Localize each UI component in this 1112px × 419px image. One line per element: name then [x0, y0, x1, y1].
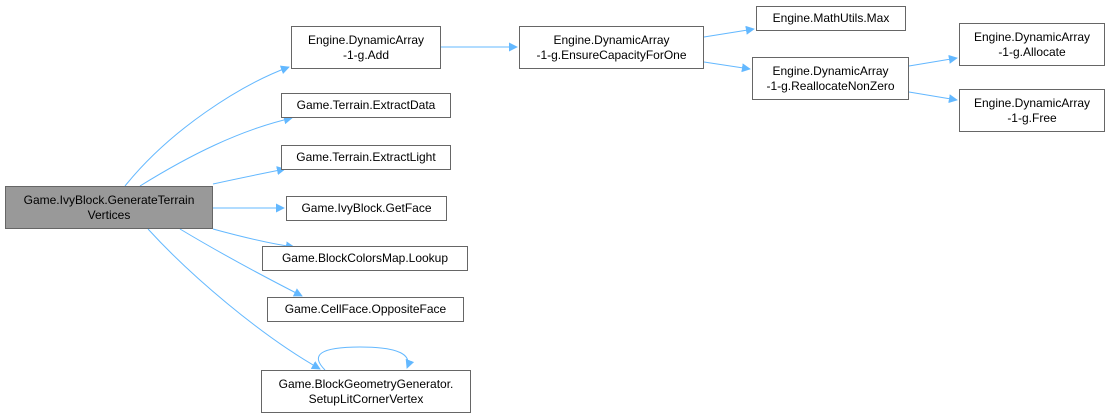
- node-label-line2: SetupLitCornerVertex: [308, 391, 424, 406]
- node-label-line2: Vertices: [87, 207, 131, 222]
- node-label-line1: Engine.DynamicArray: [973, 29, 1091, 44]
- node-math-utils-max[interactable]: Engine.MathUtils.Max: [756, 6, 906, 31]
- node-label-line1: Game.IvyBlock.GenerateTerrain: [23, 192, 195, 207]
- node-label-line1: Game.CellFace.OppositeFace: [284, 302, 447, 316]
- node-reallocate-non-zero[interactable]: Engine.DynamicArray -1-g.ReallocateNonZe…: [752, 57, 909, 100]
- edge-generate-to-opposite_face: [179, 228, 303, 297]
- node-label-line1: Game.BlockGeometryGenerator.: [278, 376, 454, 391]
- node-dynamic-array-free[interactable]: Engine.DynamicArray -1-g.Free: [959, 89, 1105, 132]
- edge-setup_lit-to-setup_lit: [318, 346, 415, 371]
- edge-generate-to-setup_lit: [147, 228, 321, 370]
- node-label-line1: Game.IvyBlock.GetFace: [301, 201, 432, 215]
- node-dynamic-array-add[interactable]: Engine.DynamicArray -1-g.Add: [291, 26, 441, 69]
- node-label-line2: -1-g.Allocate: [998, 44, 1066, 59]
- node-setup-lit-corner-vertex[interactable]: Game.BlockGeometryGenerator. SetupLitCor…: [261, 370, 471, 413]
- edge-reallocate-to-free: [908, 91, 958, 104]
- edge-generate-to-lookup: [212, 228, 295, 251]
- node-label-line1: Game.BlockColorsMap.Lookup: [281, 251, 449, 265]
- node-label-line2: -1-g.ReallocateNonZero: [766, 78, 895, 93]
- node-block-colors-map-lookup[interactable]: Game.BlockColorsMap.Lookup: [262, 246, 468, 271]
- node-ensure-capacity-for-one[interactable]: Engine.DynamicArray -1-g.EnsureCapacityF…: [519, 26, 704, 69]
- edge-generate-to-extract_light: [212, 166, 286, 185]
- node-terrain-extract-light[interactable]: Game.Terrain.ExtractLight: [281, 145, 451, 170]
- node-label-line2: -1-g.EnsureCapacityForOne: [536, 47, 687, 62]
- node-label-line1: Engine.DynamicArray: [553, 32, 670, 47]
- edge-generate-to-extract_data: [139, 115, 293, 187]
- node-cell-face-opposite-face[interactable]: Game.CellFace.OppositeFace: [267, 297, 464, 322]
- node-label-line1: Engine.DynamicArray: [772, 63, 889, 78]
- node-label-line1: Game.Terrain.ExtractLight: [296, 150, 436, 164]
- node-label-line1: Game.Terrain.ExtractData: [296, 98, 436, 112]
- node-label-line1: Engine.DynamicArray: [973, 95, 1091, 110]
- node-generate-terrain-vertices: Game.IvyBlock.GenerateTerrain Vertices: [5, 186, 213, 229]
- node-label-line1: Engine.MathUtils.Max: [772, 11, 890, 25]
- node-dynamic-array-allocate[interactable]: Engine.DynamicArray -1-g.Allocate: [959, 23, 1105, 66]
- edge-reallocate-to-allocate: [908, 54, 958, 67]
- edge-ensure_capacity-to-math_max: [703, 25, 755, 38]
- node-ivy-block-get-face[interactable]: Game.IvyBlock.GetFace: [286, 196, 447, 221]
- node-label-line1: Engine.DynamicArray: [307, 32, 425, 47]
- node-label-line2: -1-g.Add: [342, 47, 390, 62]
- node-terrain-extract-data[interactable]: Game.Terrain.ExtractData: [281, 93, 451, 118]
- node-label-line2: -1-g.Free: [1007, 110, 1057, 125]
- edge-generate-to-add: [124, 65, 290, 187]
- edge-ensure_capacity-to-reallocate: [703, 61, 751, 73]
